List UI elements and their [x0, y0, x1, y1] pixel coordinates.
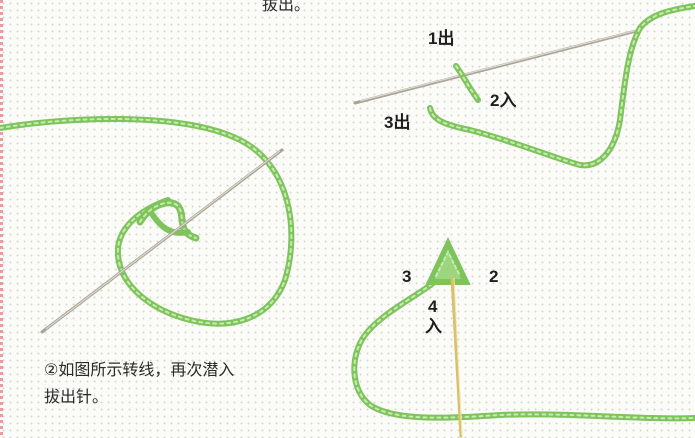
- label-enter-2: 2入: [490, 91, 517, 110]
- label-point-4: 4: [428, 297, 438, 316]
- needle-left: [40, 148, 284, 334]
- thread-top-right: [427, 3, 695, 169]
- thread-bottom-right: [351, 236, 695, 422]
- label-exit-1: 1出: [428, 29, 455, 48]
- caption-line-2: 拔出针。: [44, 387, 109, 406]
- label-point-2: 2: [489, 267, 499, 286]
- top-partial-text: 拔出。: [262, 0, 311, 14]
- label-exit-3: 3出: [384, 113, 411, 132]
- needle-bottom-right: [450, 276, 463, 438]
- label-enter-4: 入: [425, 317, 442, 336]
- label-point-3: 3: [402, 267, 412, 286]
- needle-top-right: [353, 28, 642, 105]
- page-edge-marks: [0, 0, 3, 438]
- thread-left-loop: [0, 116, 295, 327]
- caption: ②如图所示转线，再次潜入 拔出针。: [44, 356, 314, 410]
- caption-line-1: ②如图所示转线，再次潜入: [44, 360, 235, 379]
